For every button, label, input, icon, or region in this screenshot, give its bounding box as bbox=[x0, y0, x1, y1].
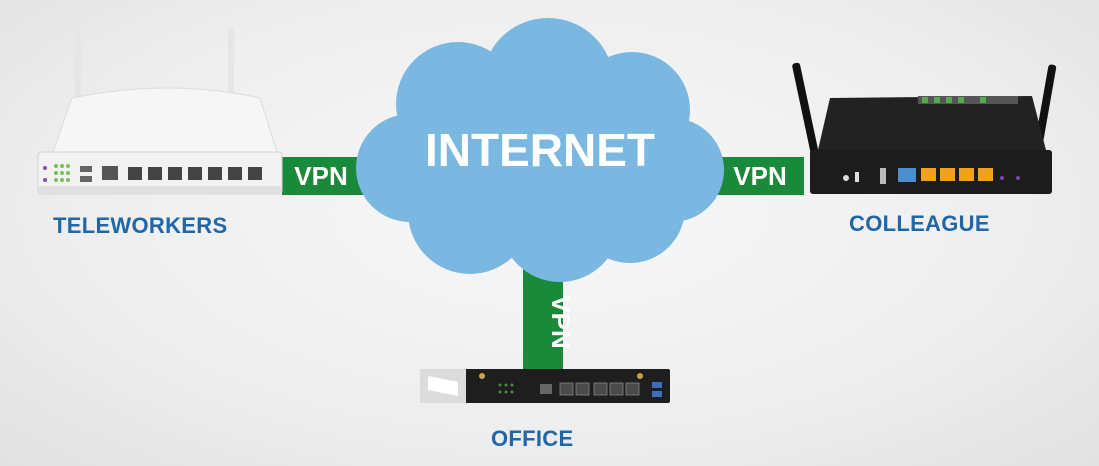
vpn-bottom-label: VPN bbox=[546, 295, 576, 348]
office-router-icon bbox=[420, 369, 670, 403]
teleworkers-ports bbox=[128, 167, 262, 180]
internet-cloud bbox=[356, 18, 724, 282]
colleague-router-icon bbox=[792, 62, 1057, 194]
vpn-link-right: VPN bbox=[712, 157, 804, 195]
teleworkers-label: TELEWORKERS bbox=[53, 213, 228, 238]
vpn-link-bottom: VPN bbox=[523, 262, 576, 372]
teleworkers-router-icon bbox=[37, 28, 283, 195]
internet-label: INTERNET bbox=[425, 124, 655, 176]
vpn-right-label: VPN bbox=[733, 161, 786, 191]
office-ports bbox=[559, 382, 640, 396]
colleague-label: COLLEAGUE bbox=[849, 211, 990, 236]
teleworkers-led-grid bbox=[54, 164, 70, 182]
colleague-led-strip bbox=[918, 96, 1018, 104]
colleague-ports bbox=[921, 168, 993, 181]
office-label: OFFICE bbox=[491, 426, 574, 451]
vpn-left-label: VPN bbox=[294, 161, 347, 191]
office-led-grid bbox=[498, 383, 514, 394]
